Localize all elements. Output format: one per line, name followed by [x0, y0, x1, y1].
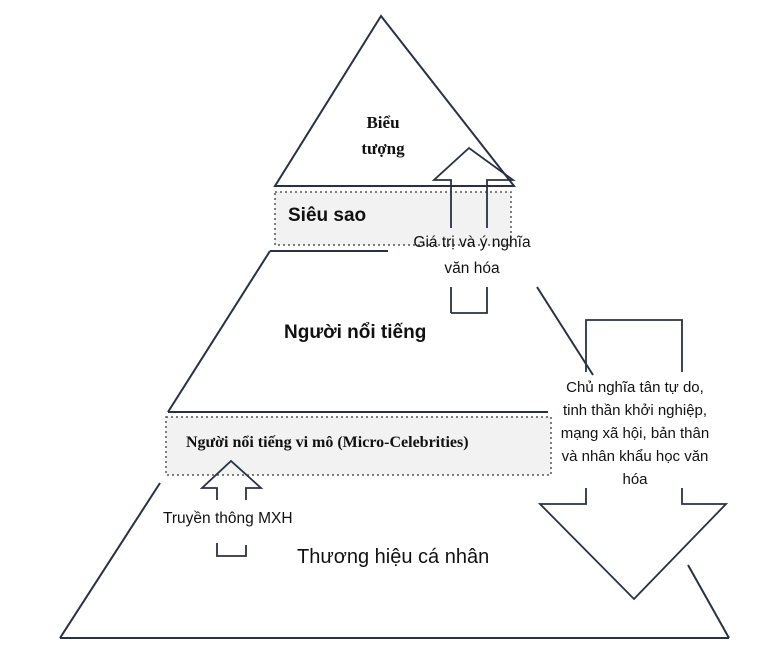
neoliberal-down-arrow	[537, 319, 729, 601]
superstar-band	[274, 191, 512, 246]
neoliberal-label: Chủ nghĩa tân tự do, tinh thần khởi nghi…	[560, 379, 710, 488]
apex-label: Biểu tượng	[361, 113, 405, 158]
superstar-label: Siêu sao	[288, 205, 367, 226]
media-label: Truyền thông MXH	[163, 510, 293, 527]
culture-label: Giá trị và ý nghĩa văn hóa	[413, 234, 531, 277]
micro-label: Người nổi tiếng vi mô (Micro-Celebrities…	[186, 434, 469, 451]
celebrity-right-edge	[536, 286, 594, 376]
base-label: Thương hiệu cá nhân	[297, 546, 490, 568]
celebrity-left-edge	[167, 250, 271, 413]
base-left-edge	[59, 482, 161, 639]
culture-up-arrow	[431, 146, 516, 314]
celebrity-label: Người nổi tiếng	[284, 322, 427, 343]
media-up-arrow	[199, 459, 264, 557]
base-right-edge	[687, 564, 730, 639]
micro-band	[165, 416, 552, 476]
apex-triangle	[273, 14, 517, 187]
